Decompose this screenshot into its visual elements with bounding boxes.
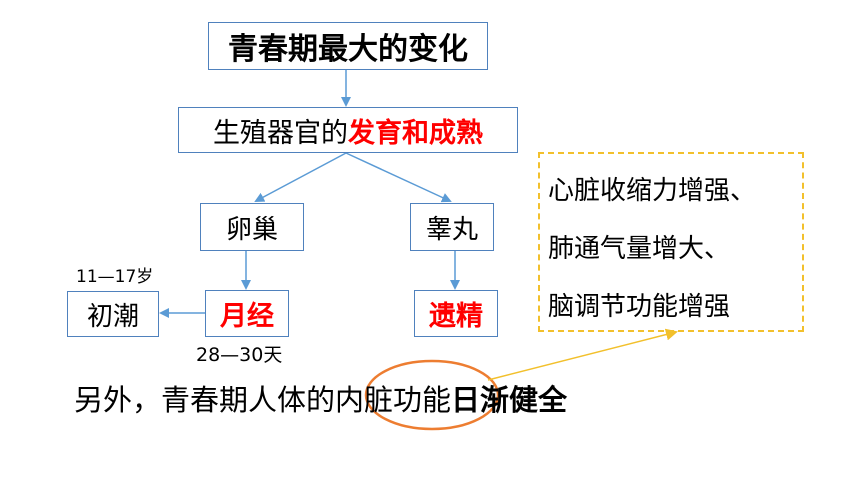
age-note: 11—17岁 — [76, 267, 154, 287]
bottom-sentence: 另外，青春期人体的内脏功能日渐健全 — [74, 377, 567, 419]
organ-change-item: 肺通气量增大、 — [548, 234, 731, 264]
testis-box: 睾丸 — [410, 203, 494, 251]
bottom-circled: 内脏功能 — [335, 383, 452, 417]
title-box: 青春期最大的变化 — [208, 22, 488, 70]
organ-changes-box — [538, 152, 804, 332]
cycle-note: 28—30天 — [196, 344, 283, 366]
emission-box: 遗精 — [414, 290, 498, 337]
circle-highlight — [364, 359, 500, 431]
ovary-box: 卵巢 — [200, 203, 304, 251]
emission-label: 遗精 — [429, 301, 483, 332]
bottom-prefix: 另外，青春期人体的 — [74, 383, 336, 417]
menses-box: 月经 — [205, 290, 289, 337]
ovary-label: 卵巢 — [225, 214, 278, 245]
organ-highlight: 发育和成熟 — [348, 117, 483, 149]
arrow-circle-to-box — [487, 328, 678, 381]
menarche-box: 初潮 — [67, 291, 159, 337]
organ-development-box: 生殖器官的发育和成熟 — [178, 107, 518, 153]
menarche-label: 初潮 — [86, 301, 139, 332]
title-text: 青春期最大的变化 — [228, 32, 468, 67]
bottom-bold: 日渐健全 — [451, 383, 568, 417]
organ-prefix: 生殖器官的 — [213, 117, 348, 149]
arrow-organ-to-testis — [345, 152, 452, 203]
menses-label: 月经 — [220, 301, 274, 332]
organ-change-item: 脑调节功能增强 — [548, 292, 731, 322]
organ-change-item: 心脏收缩力增强、 — [548, 176, 757, 206]
testis-label: 睾丸 — [425, 214, 478, 245]
arrow-organ-to-ovary — [254, 152, 347, 202]
